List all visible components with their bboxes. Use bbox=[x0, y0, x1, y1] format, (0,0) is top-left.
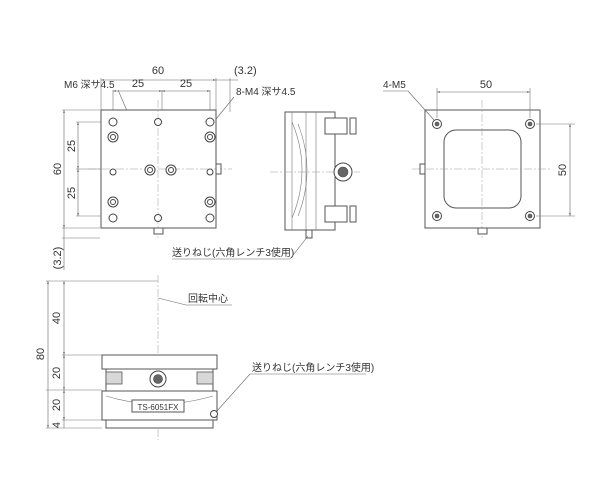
top-dim-bottom-offset: (3.2) bbox=[52, 247, 64, 270]
back-dim-width: 50 bbox=[480, 79, 492, 91]
rotation-center-label: 回転中心 bbox=[188, 292, 228, 305]
side-lower-tab bbox=[324, 205, 348, 223]
side-bottom-knob bbox=[305, 229, 313, 239]
front-bottom-base bbox=[105, 419, 214, 429]
front-screw-inner bbox=[153, 374, 163, 384]
side-screw-inner bbox=[337, 166, 349, 178]
front-feed-knob bbox=[210, 410, 218, 418]
label-m6-thread: M6 深サ4.5 bbox=[64, 79, 115, 91]
top-dim-v-lower: 25 bbox=[66, 187, 78, 199]
back-bottom-knob bbox=[477, 227, 488, 235]
top-dim-height: 60 bbox=[52, 163, 64, 175]
top-dim-half-right: 25 bbox=[180, 78, 192, 90]
front-left-tab bbox=[105, 371, 123, 385]
front-dim-20-upper: 20 bbox=[51, 367, 63, 379]
top-dim-offset: (3.2) bbox=[234, 65, 257, 77]
model-plate bbox=[131, 399, 185, 413]
side-top-block bbox=[349, 117, 357, 135]
back-view: 50 50 4-M5 bbox=[383, 79, 575, 240]
front-dim-total: 80 bbox=[35, 348, 47, 360]
front-top-plate bbox=[101, 354, 218, 370]
top-dim-width: 60 bbox=[152, 65, 164, 77]
model-plate-text: TS-6051FX bbox=[138, 403, 180, 412]
front-view: 回転中心 80 40 20 20 4 TS-6051FX 送りねじ(六角レ bbox=[35, 275, 374, 440]
top-dim-half-left: 25 bbox=[132, 78, 144, 90]
top-view: 60 (3.2) 25 25 60 25 25 (3.2) M6 深サ4.5 8… bbox=[52, 65, 296, 270]
side-view: 送りねじ(六角レンチ3使用) bbox=[172, 111, 360, 260]
side-upper-tab bbox=[324, 117, 348, 135]
label-m4-thread: 8-M4 深サ4.5 bbox=[236, 86, 296, 98]
top-dim-v-upper: 25 bbox=[66, 140, 78, 152]
side-bottom-block bbox=[349, 205, 357, 223]
front-dim-40: 40 bbox=[51, 312, 63, 324]
front-dim-4: 4 bbox=[51, 422, 63, 428]
side-feed-screw-label: 送りねじ(六角レンチ3使用) bbox=[172, 246, 294, 259]
front-feed-screw-label: 送りねじ(六角レンチ3使用) bbox=[252, 361, 374, 374]
back-side-stub bbox=[419, 163, 426, 175]
top-screw-stub bbox=[215, 163, 222, 175]
top-bottom-knob bbox=[153, 227, 164, 235]
back-label-m5: 4-M5 bbox=[383, 80, 406, 91]
front-dim-20-lower: 20 bbox=[51, 399, 63, 411]
back-dim-height: 50 bbox=[557, 164, 569, 176]
front-right-tab bbox=[196, 371, 214, 385]
top-holes bbox=[107, 117, 216, 223]
